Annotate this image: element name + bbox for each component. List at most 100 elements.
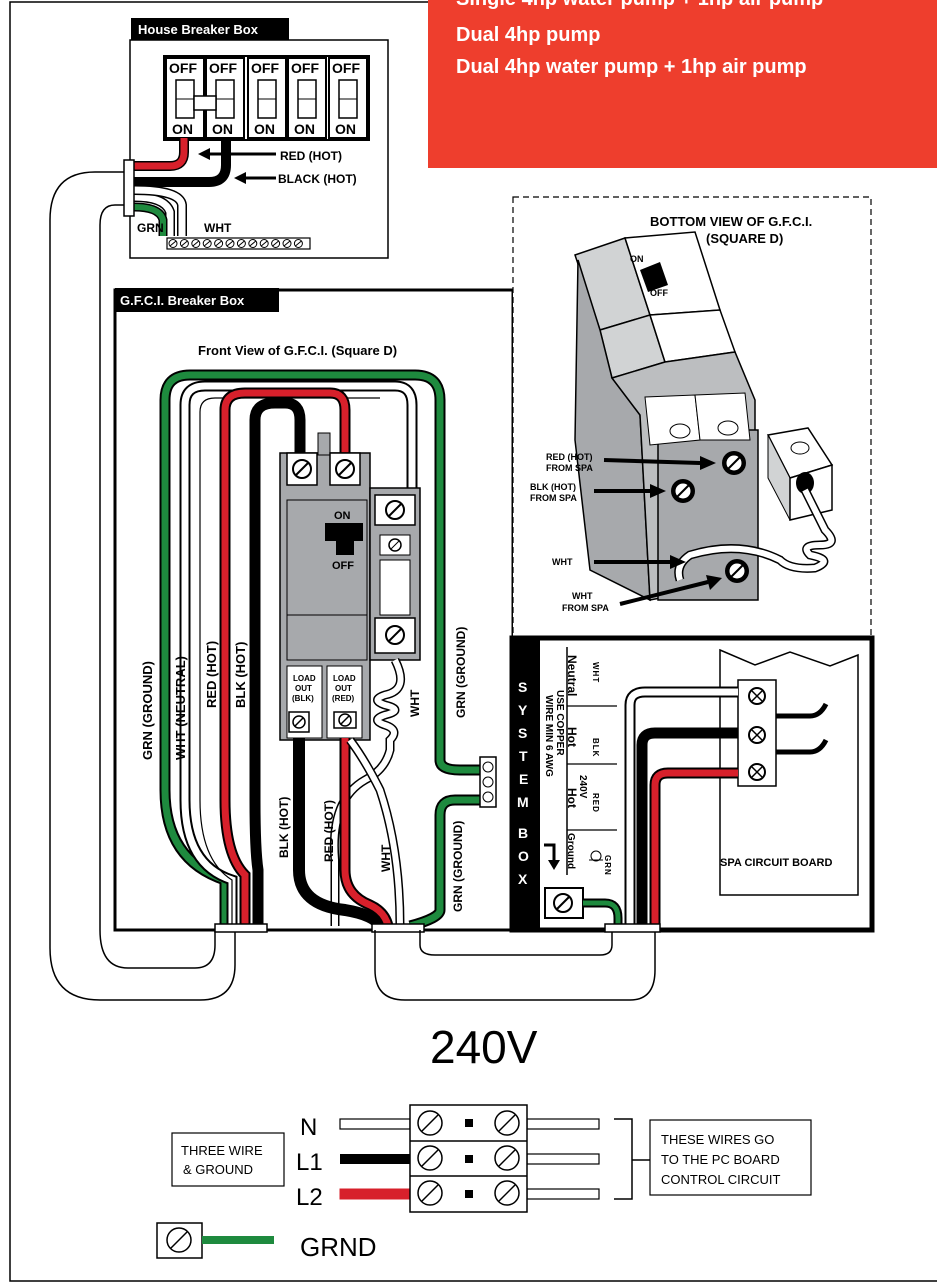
grnd-label: GRND	[300, 1232, 377, 1262]
neutral-bar-screw	[293, 239, 303, 248]
svg-text:OFF: OFF	[209, 60, 237, 76]
gfci-off-label: OFF	[332, 560, 354, 572]
blk-hot-vertical-label: BLK (HOT)	[233, 642, 248, 708]
svg-text:S: S	[518, 679, 527, 695]
l1-label: L1	[296, 1149, 323, 1176]
breaker-switches: OFF ON OFF ON OFF ON OFF ON OFF ON	[165, 57, 368, 139]
svg-text:& GROUND: & GROUND	[183, 1162, 253, 1177]
neutral-bar-screw	[179, 239, 189, 248]
svg-text:GRN: GRN	[603, 855, 612, 876]
svg-text:WIRE MIN 6 AWG: WIRE MIN 6 AWG	[543, 695, 554, 777]
svg-text:ON: ON	[212, 121, 233, 137]
pump-config-banner: Single 4hp water pump + 1hp air pump Dua…	[428, 0, 937, 168]
wht-load-label: WHT	[379, 844, 393, 872]
svg-text:CONTROL CIRCUIT: CONTROL CIRCUIT	[661, 1172, 780, 1187]
svg-text:BLK: BLK	[591, 738, 600, 757]
svg-text:LOAD: LOAD	[333, 674, 356, 683]
breaker-5: OFF ON	[328, 57, 368, 139]
svg-text:E: E	[519, 771, 528, 787]
banner-line-dual-pump: Dual 4hp pump	[456, 24, 601, 46]
svg-text:ON: ON	[335, 121, 356, 137]
banner-line-dual-pump-air: Dual 4hp water pump + 1hp air pump	[456, 56, 807, 78]
svg-text:RED (HOT): RED (HOT)	[546, 452, 593, 462]
spa-board-label: SPA CIRCUIT BOARD	[720, 857, 833, 869]
conduit-outer	[49, 171, 236, 1001]
svg-text:WHT: WHT	[591, 662, 600, 683]
wht-neutral-label: WHT (NEUTRAL)	[173, 656, 188, 760]
svg-text:OFF: OFF	[650, 288, 668, 298]
blk-hot-load-label: BLK (HOT)	[277, 797, 291, 858]
black-hot-label: BLACK (HOT)	[278, 172, 357, 186]
wht-label: WHT	[204, 221, 232, 235]
gfci-breaker-box: G.F.C.I. Breaker Box Front View of G.F.C…	[113, 288, 515, 933]
svg-text:Y: Y	[518, 702, 528, 718]
svg-text:BLK (HOT): BLK (HOT)	[530, 482, 576, 492]
gfci-on-label: ON	[334, 510, 351, 522]
neutral-bar-screw	[282, 239, 292, 248]
svg-text:240V: 240V	[577, 775, 588, 799]
house-box-title: House Breaker Box	[138, 22, 259, 37]
neutral-bar-screw	[202, 239, 212, 248]
svg-text:Ground: Ground	[565, 833, 576, 869]
svg-text:OFF: OFF	[251, 60, 279, 76]
svg-text:TO THE PC BOARD: TO THE PC BOARD	[661, 1152, 780, 1167]
grn-ground-load-label: GRN (GROUND)	[451, 821, 465, 912]
svg-text:OUT: OUT	[295, 684, 312, 693]
wht-pigtail-label: WHT	[408, 689, 422, 717]
front-view-title: Front View of G.F.C.I. (Square D)	[198, 343, 397, 358]
svg-text:THREE WIRE: THREE WIRE	[181, 1143, 263, 1158]
use-copper-label: USE COPPER	[554, 690, 565, 756]
breaker-3: OFF ON	[247, 57, 287, 139]
svg-text:FROM SPA: FROM SPA	[546, 463, 593, 473]
svg-text:O: O	[518, 848, 529, 864]
svg-text:Neutral: Neutral	[565, 655, 579, 696]
svg-text:T: T	[519, 748, 528, 764]
gfci-box-title: G.F.C.I. Breaker Box	[120, 293, 245, 308]
bottom-view-title-2: (SQUARE D)	[706, 231, 783, 246]
svg-text:ON: ON	[172, 121, 193, 137]
red-hot-load-label: RED (HOT)	[322, 800, 336, 862]
svg-text:ON: ON	[254, 121, 275, 137]
svg-text:X: X	[518, 871, 528, 887]
banner-line-single-pump: Single 4hp water pump + 1hp air pump	[456, 0, 823, 11]
voltage-label: 240V	[430, 1021, 538, 1073]
neutral-bar-screw	[236, 239, 246, 248]
neutral-bar-screw	[259, 239, 269, 248]
terminal-block-diagram: N L1 L2 THREE WIRE & GROUND THESE WIRES …	[156, 1104, 812, 1262]
svg-text:ON: ON	[294, 121, 315, 137]
conduit-inner	[99, 204, 216, 969]
bottom-view-title-1: BOTTOM VIEW OF G.F.C.I.	[650, 214, 812, 229]
neutral-bar-screw	[271, 239, 281, 248]
breaker-4: OFF ON	[287, 57, 327, 139]
svg-text:OFF: OFF	[169, 60, 197, 76]
neutral-bar-screw	[168, 239, 178, 248]
outer-frame	[9, 1, 937, 1282]
red-hot-label: RED (HOT)	[280, 149, 342, 163]
svg-text:OFF: OFF	[291, 60, 319, 76]
n-label: N	[300, 1114, 317, 1141]
svg-text:FROM SPA: FROM SPA	[562, 603, 609, 613]
system-box-vertical-label: S Y S T E M B O X	[517, 679, 529, 887]
neutral-bar-screw	[248, 239, 258, 248]
system-box: S Y S T E M B O X USE COPPER WIRE MIN 6 …	[509, 635, 875, 933]
svg-text:THESE WIRES GO: THESE WIRES GO	[661, 1132, 774, 1147]
svg-text:RED: RED	[591, 793, 600, 813]
svg-text:OUT: OUT	[335, 684, 352, 693]
svg-text:M: M	[517, 794, 529, 810]
neutral-bar-screw	[191, 239, 201, 248]
neutral-bar-screw	[214, 239, 224, 248]
red-hot-vertical-label: RED (HOT)	[204, 641, 219, 708]
svg-text:LOAD: LOAD	[293, 674, 316, 683]
svg-text:S: S	[518, 725, 527, 741]
svg-text:WHT: WHT	[572, 591, 593, 601]
bottom-view-panel: BOTTOM VIEW OF G.F.C.I. (SQUARE D) ON OF…	[512, 196, 872, 638]
neutral-bar-screw	[225, 239, 235, 248]
svg-text:Hot: Hot	[565, 727, 579, 747]
svg-text:(BLK): (BLK)	[292, 694, 314, 703]
svg-text:B: B	[518, 825, 528, 841]
svg-text:OFF: OFF	[332, 60, 360, 76]
grn-ground-right-label: GRN (GROUND)	[454, 627, 468, 718]
svg-text:(RED): (RED)	[332, 694, 355, 703]
